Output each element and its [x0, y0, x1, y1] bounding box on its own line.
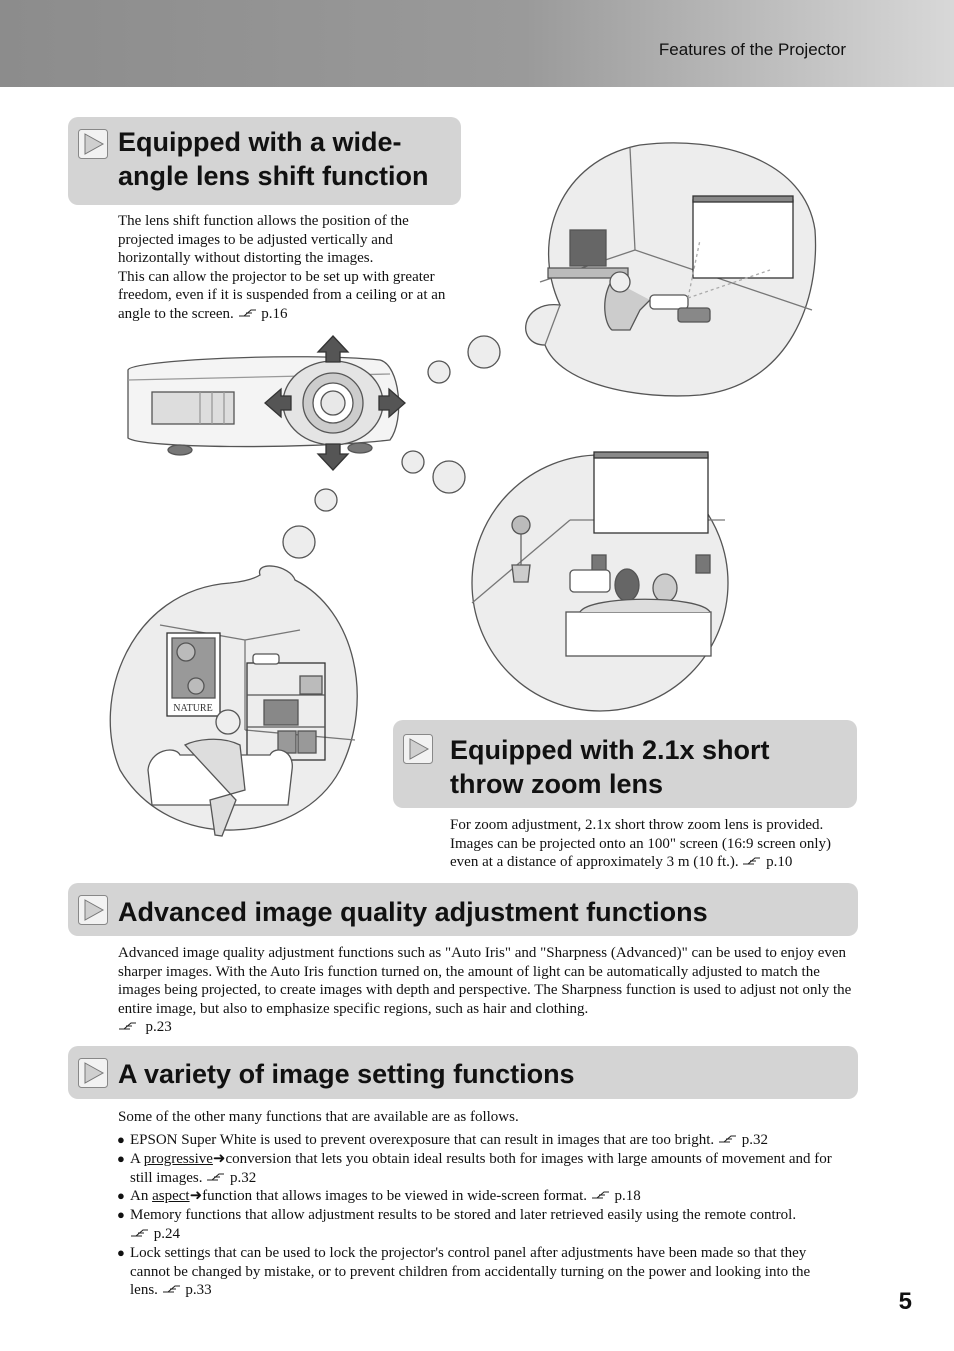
pointing-hand-icon	[591, 1191, 609, 1199]
projector-lens-shift-drawing	[127, 335, 406, 471]
pointing-hand-icon	[119, 1022, 136, 1030]
page-reference-text: p.33	[185, 1282, 212, 1299]
page-reference-text: p.10	[766, 854, 793, 870]
bullet-icon: ●	[117, 1150, 125, 1166]
page-reference: p.24	[130, 1226, 180, 1242]
page-reference: p.23	[118, 1019, 172, 1035]
bullet-icon: ●	[117, 1207, 125, 1223]
page-reference: p.10	[742, 854, 792, 870]
section-heading-lens-shift: Equipped with a wide- angle lens shift f…	[68, 117, 461, 205]
bullet-text-prefix: An	[130, 1188, 153, 1205]
section-heading-quality: Advanced image quality adjustment functi…	[68, 883, 858, 936]
pointing-hand-icon	[131, 1229, 148, 1237]
header-bar: Features of the Projector	[0, 0, 954, 87]
list-item: ● A progressive➜conversion that lets you…	[117, 1150, 837, 1188]
bullet-text: Lock settings that can be used to lock t…	[130, 1244, 811, 1299]
glossary-term-progressive[interactable]: progressive	[143, 1150, 213, 1167]
page-reference: p.16	[238, 306, 288, 322]
pointing-hand-icon	[743, 857, 761, 865]
section-title-zoom: Equipped with 2.1x short throw zoom lens	[450, 733, 770, 801]
zoom-description: For zoom adjustment, 2.1x short throw zo…	[450, 816, 860, 872]
page-reference-text: p.32	[230, 1169, 257, 1186]
pointing-hand-icon	[162, 1285, 180, 1293]
page-reference: p.33	[162, 1282, 212, 1298]
page-reference: p.32	[718, 1132, 768, 1148]
page-reference: p.32	[206, 1170, 256, 1186]
glossary-arrow-icon: ➜	[212, 1150, 226, 1167]
page-reference-text: p.24	[153, 1225, 180, 1242]
title-line-1: Equipped with 2.1x short	[450, 735, 770, 765]
list-item: ● An aspect➜function that allows images …	[117, 1187, 837, 1206]
room-bubble-ceiling	[525, 142, 817, 397]
bullet-text: EPSON Super White is used to prevent ove…	[130, 1132, 715, 1148]
bullet-text: Memory functions that allow adjustment r…	[130, 1207, 797, 1224]
glossary-term-aspect[interactable]: aspect	[152, 1188, 190, 1205]
section-title-lens-shift: Equipped with a wide- angle lens shift f…	[118, 125, 429, 193]
lens-shift-paragraph-1: The lens shift function allows the posit…	[118, 213, 409, 266]
glossary-arrow-icon: ➜	[189, 1188, 203, 1205]
room-bubble-sofa	[471, 451, 729, 712]
page-reference-text: p.16	[261, 305, 288, 322]
settings-intro: Some of the other many functions that ar…	[118, 1109, 519, 1125]
zoom-text: For zoom adjustment, 2.1x short throw zo…	[450, 817, 831, 870]
section-arrow-icon	[403, 734, 433, 764]
section-heading-zoom: Equipped with 2.1x short throw zoom lens	[393, 720, 857, 808]
list-item: ● EPSON Super White is used to prevent o…	[117, 1131, 837, 1150]
section-title-quality: Advanced image quality adjustment functi…	[118, 897, 708, 927]
bullet-text: conversion that lets you obtain ideal re…	[130, 1150, 832, 1186]
section-title-settings: A variety of image setting functions	[118, 1059, 575, 1089]
title-line-2: angle lens shift function	[118, 161, 429, 191]
header-title: Features of the Projector	[658, 40, 846, 59]
pointing-hand-icon	[238, 308, 256, 317]
lens-shift-description: The lens shift function allows the posit…	[118, 212, 463, 323]
title-line-2: throw zoom lens	[450, 769, 664, 799]
settings-bullet-list: ● EPSON Super White is used to prevent o…	[117, 1131, 837, 1300]
pointing-hand-icon	[718, 1135, 736, 1143]
quality-description: Advanced image quality adjustment functi…	[118, 944, 858, 1037]
section-heading-settings: A variety of image setting functions	[68, 1046, 858, 1099]
pointing-hand-icon	[207, 1173, 225, 1181]
quality-text: Advanced image quality adjustment functi…	[118, 945, 852, 1017]
room-bubble-armchair: NATURE	[109, 565, 358, 837]
section-arrow-icon	[78, 895, 108, 925]
page-number: 5	[898, 1288, 912, 1315]
list-item: ● Lock settings that can be used to lock…	[117, 1244, 837, 1300]
section-arrow-icon	[78, 1058, 108, 1088]
title-line-1: Equipped with a wide-	[118, 127, 402, 157]
list-item: ● Memory functions that allow adjustment…	[117, 1206, 837, 1244]
bullet-icon: ●	[117, 1132, 125, 1147]
bullet-icon: ●	[117, 1188, 125, 1204]
page-reference: p.18	[591, 1188, 641, 1204]
page-reference-text: p.18	[614, 1188, 641, 1205]
lens-shift-paragraph-2: This can allow the projector to be set u…	[118, 268, 446, 322]
page-reference-text: p.32	[741, 1132, 768, 1148]
bullet-text: function that allows images to be viewed…	[202, 1188, 588, 1205]
bullet-icon: ●	[117, 1244, 125, 1260]
poster-label: NATURE	[173, 703, 212, 714]
section-arrow-icon	[78, 129, 108, 159]
bullet-text-prefix: A	[130, 1150, 144, 1167]
page-reference-text: p.23	[145, 1019, 172, 1035]
